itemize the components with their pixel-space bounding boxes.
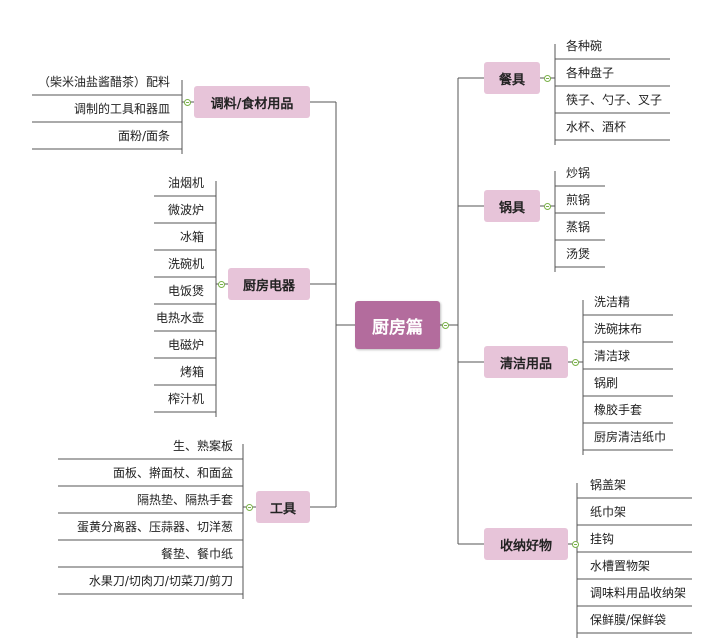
gongju-collapse-toggle[interactable] <box>245 503 253 511</box>
root-node[interactable]: 厨房篇 <box>355 301 440 349</box>
dianqi-item[interactable]: 榨汁机 <box>167 392 204 406</box>
shouna-collapse-toggle[interactable] <box>571 540 579 548</box>
tiaoliao-item[interactable]: 面粉/面条 <box>117 129 170 143</box>
gongju-item[interactable]: 水果刀/切肉刀/切菜刀/剪刀 <box>88 574 233 588</box>
canju-collapse-toggle[interactable] <box>543 74 551 82</box>
shouna-item[interactable]: 锅盖架 <box>590 478 627 492</box>
tiaoliao-item[interactable]: （柴米油盐酱醋茶）配料 <box>37 75 170 89</box>
branch-tiaoliao[interactable]: 调料/食材用品 <box>194 86 310 118</box>
branch-qingjie[interactable]: 清洁用品 <box>484 346 568 378</box>
tiaoliao-item[interactable]: 调制的工具和器皿 <box>73 102 170 116</box>
dianqi-item[interactable]: 电热水壶 <box>155 311 204 325</box>
dianqi-item[interactable]: 洗碗机 <box>167 257 204 271</box>
gongju-item[interactable]: 蛋黄分离器、压蒜器、切洋葱 <box>76 520 233 534</box>
shouna-item[interactable]: 纸巾架 <box>590 505 627 519</box>
dianqi-item[interactable]: 电磁炉 <box>167 338 204 352</box>
guoju-item[interactable]: 炒锅 <box>566 166 591 180</box>
branch-guoju[interactable]: 锅具 <box>484 190 540 222</box>
gongju-item[interactable]: 面板、擀面杖、和面盆 <box>112 466 233 480</box>
canju-item[interactable]: 各种碗 <box>566 39 603 53</box>
dianqi-item[interactable]: 烤箱 <box>179 365 204 379</box>
canju-item[interactable]: 水杯、酒杯 <box>566 120 627 134</box>
qingjie-item[interactable]: 锅刷 <box>594 376 619 390</box>
qingjie-item[interactable]: 橡胶手套 <box>594 403 643 417</box>
branch-canju[interactable]: 餐具 <box>484 62 540 94</box>
shouna-item[interactable]: 保鲜膜/保鲜袋 <box>590 613 667 627</box>
gongju-item[interactable]: 餐垫、餐巾纸 <box>160 547 233 561</box>
dianqi-item[interactable]: 冰箱 <box>179 230 204 244</box>
qingjie-item[interactable]: 洗碗抹布 <box>594 322 643 336</box>
dianqi-collapse-toggle[interactable] <box>217 280 225 288</box>
branch-gongju[interactable]: 工具 <box>256 491 310 523</box>
guoju-collapse-toggle[interactable] <box>543 202 551 210</box>
qingjie-item[interactable]: 洗洁精 <box>594 295 631 309</box>
qingjie-collapse-toggle[interactable] <box>571 358 579 366</box>
guoju-item[interactable]: 汤煲 <box>566 247 591 261</box>
qingjie-item[interactable]: 清洁球 <box>594 349 631 363</box>
tiaoliao-collapse-toggle[interactable] <box>183 98 191 106</box>
guoju-item[interactable]: 煎锅 <box>566 193 591 207</box>
qingjie-item[interactable]: 厨房清洁纸巾 <box>594 430 667 444</box>
branch-shouna[interactable]: 收纳好物 <box>484 528 568 560</box>
root-collapse-toggle[interactable] <box>441 321 449 329</box>
canju-item[interactable]: 各种盘子 <box>566 66 615 80</box>
shouna-item[interactable]: 水槽置物架 <box>590 559 651 573</box>
shouna-item[interactable]: 挂钩 <box>590 532 615 546</box>
dianqi-item[interactable]: 油烟机 <box>167 176 204 190</box>
gongju-item[interactable]: 隔热垫、隔热手套 <box>136 493 233 507</box>
branch-dianqi[interactable]: 厨房电器 <box>228 268 310 300</box>
dianqi-item[interactable]: 微波炉 <box>167 203 204 217</box>
shouna-item[interactable]: 调味料用品收纳架 <box>590 586 687 600</box>
guoju-item[interactable]: 蒸锅 <box>566 220 591 234</box>
canju-item[interactable]: 筷子、勺子、叉子 <box>566 93 663 107</box>
gongju-item[interactable]: 生、熟案板 <box>172 439 233 453</box>
dianqi-item[interactable]: 电饭煲 <box>167 284 204 298</box>
